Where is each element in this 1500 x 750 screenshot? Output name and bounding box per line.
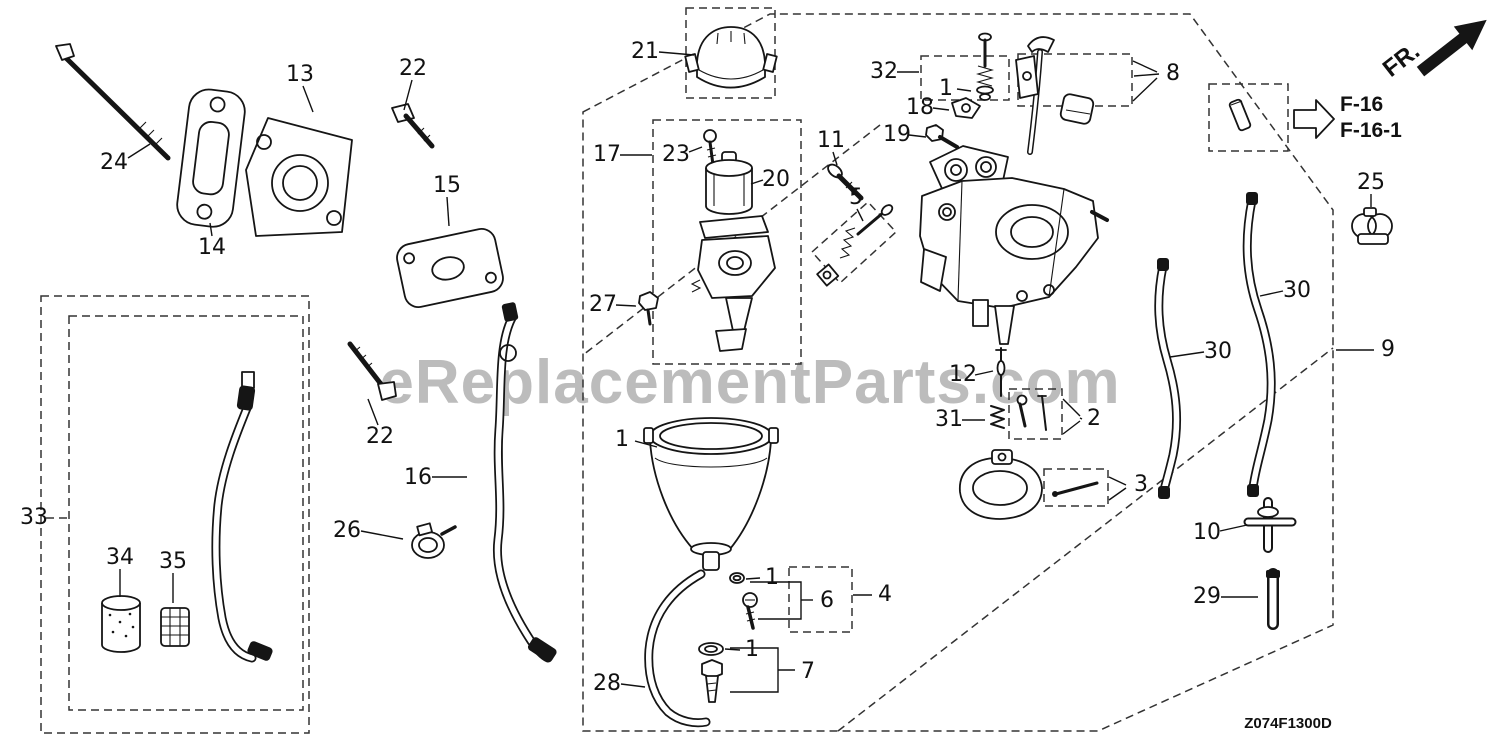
part-23-screw <box>703 129 717 167</box>
callout-4: 4 <box>878 582 892 607</box>
fr-label: FR. <box>1378 38 1425 83</box>
f16-reference: F-16 F-16-1 <box>1293 93 1402 142</box>
part-carburetor-body <box>919 145 1109 345</box>
callout-1: 1 <box>615 427 629 452</box>
reference-primary: F-16 <box>1340 93 1383 116</box>
callout-1: 1 <box>939 76 953 101</box>
part-11-bolt <box>827 163 864 201</box>
part-22-bolt-lower <box>347 341 397 401</box>
part-3-float <box>959 449 1099 520</box>
part-30-tube-left <box>1154 258 1182 499</box>
f16-block-arrow-icon <box>1293 99 1335 139</box>
part-27-bolt <box>638 291 659 326</box>
part-35-filter-screen <box>160 607 190 647</box>
callout-15: 15 <box>433 173 461 198</box>
part-12-jet-needle <box>995 347 1007 397</box>
part-29-tube-segment <box>1266 568 1280 630</box>
part-19-bolt <box>925 124 959 149</box>
part-22-bolt-upper <box>391 103 435 149</box>
callout-20: 20 <box>762 167 790 192</box>
box-left-inner <box>68 315 304 711</box>
callout-21: 21 <box>631 39 659 64</box>
callout-1: 1 <box>765 565 779 590</box>
part-28-drain-tube <box>644 569 711 728</box>
callout-29: 29 <box>1193 584 1221 609</box>
callout-16: 16 <box>404 465 432 490</box>
part-25-tube-clamp <box>1351 207 1393 245</box>
part-34-fuel-filter <box>101 595 141 653</box>
part-15-gasket-plate <box>396 228 504 308</box>
callout-2: 2 <box>1087 406 1101 431</box>
box-4 <box>788 566 853 633</box>
callout-30: 30 <box>1204 339 1232 364</box>
callout-9: 9 <box>1381 337 1395 362</box>
box-3 <box>1043 468 1109 507</box>
part-5-screw-spring-set <box>816 204 894 287</box>
fr-direction-arrow-icon <box>1416 19 1487 77</box>
callout-34: 34 <box>106 545 134 570</box>
callout-6: 6 <box>820 588 834 613</box>
part-6-screw-and-oring <box>729 572 758 630</box>
part-f16-pipe <box>1228 98 1252 132</box>
callout-28: 28 <box>593 671 621 696</box>
part-31-spring <box>990 405 1005 429</box>
part-18-valve-seat <box>951 97 981 119</box>
callout-13: 13 <box>286 62 314 87</box>
reference-secondary: F-16-1 <box>1340 119 1402 142</box>
box-32 <box>920 55 1010 101</box>
callout-5: 5 <box>849 185 863 210</box>
boundary-boxes <box>40 7 1334 734</box>
part-20-cup <box>705 151 753 215</box>
callout-10: 10 <box>1193 520 1221 545</box>
box-21 <box>685 7 776 99</box>
part-24-long-bolt <box>55 43 171 161</box>
callout-11: 11 <box>817 128 845 153</box>
callout-7: 7 <box>801 659 815 684</box>
box-2 <box>1008 388 1063 440</box>
callout-35: 35 <box>159 549 187 574</box>
part-17-air-cleaner-elbow-assembly <box>690 215 776 352</box>
diagram-code: Z074F1300D <box>1244 715 1332 732</box>
callout-1: 1 <box>745 637 759 662</box>
part-16-fuel-tube <box>492 302 557 663</box>
box-left-outer <box>40 295 310 734</box>
callout-25: 25 <box>1357 170 1385 195</box>
part-32-screw-set <box>975 32 995 101</box>
part-8-choke-lever-set <box>1015 36 1095 155</box>
callout-3: 3 <box>1134 472 1148 497</box>
callout-22: 22 <box>399 56 427 81</box>
part-30-tube-right <box>1242 192 1276 497</box>
callout-31: 31 <box>935 407 963 432</box>
part-7-drain-bolt-and-washer <box>698 642 724 703</box>
callout-32: 32 <box>870 59 898 84</box>
callout-27: 27 <box>589 292 617 317</box>
callout-18: 18 <box>906 95 934 120</box>
callout-8: 8 <box>1166 61 1180 86</box>
callout-24: 24 <box>100 150 128 175</box>
part-26-tube-clip <box>411 522 457 559</box>
callout-12: 12 <box>949 362 977 387</box>
callout-30: 30 <box>1283 278 1311 303</box>
callout-22: 22 <box>366 424 394 449</box>
boundary-divider-lower <box>837 347 1334 732</box>
part-2-float-valve-set <box>1016 394 1047 431</box>
callout-14: 14 <box>198 235 226 260</box>
part-33-fuel-tube-assembly <box>211 371 273 663</box>
part-14-gasket <box>176 88 246 228</box>
callout-17: 17 <box>593 142 621 167</box>
callout-33: 33 <box>20 505 48 530</box>
callout-23: 23 <box>662 142 690 167</box>
boundary-main <box>582 13 1334 732</box>
part-21-air-cleaner-cap <box>684 26 778 89</box>
fr-direction-indicator: FR. <box>1378 19 1487 83</box>
leader-lines <box>46 51 1374 693</box>
box-f16 <box>1208 83 1289 152</box>
part-10-joint-pipe <box>1243 497 1297 553</box>
callout-19: 19 <box>883 122 911 147</box>
part-13-insulator <box>245 117 353 237</box>
callout-26: 26 <box>333 518 361 543</box>
part-1-air-cleaner-cup <box>643 417 779 571</box>
